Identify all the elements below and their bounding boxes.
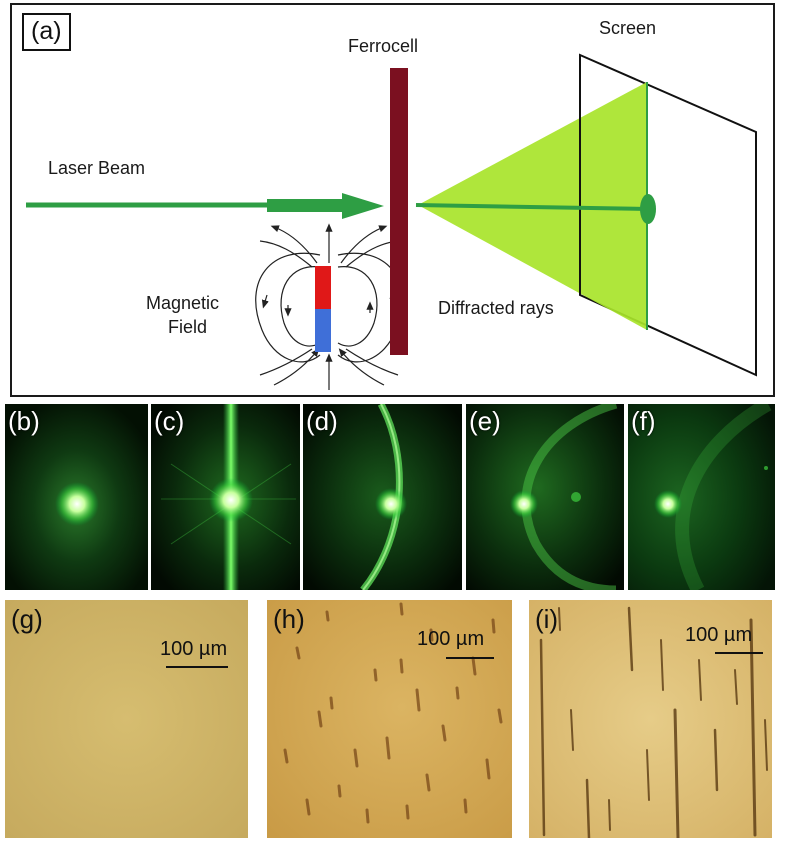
laser-beam: [26, 193, 384, 219]
photo-c-label: (c): [154, 406, 185, 436]
setup-schematic: [26, 53, 757, 390]
micrograph-i-scale-bar: [715, 652, 763, 654]
diffraction-photo-e: (e): [466, 404, 624, 590]
diffraction-photo-c: (c): [151, 404, 300, 590]
photo-e-label: (e): [469, 406, 501, 436]
panel-a-setup-diagram: (a): [10, 3, 775, 397]
micrograph-i: (i) 100 µm: [529, 600, 772, 838]
micrograph-h-label: (h): [273, 604, 305, 634]
micrograph-h: (h) 100 µm: [267, 600, 512, 838]
ferrocell-label: Ferrocell: [348, 36, 419, 56]
micrograph-i-scale-text: 100 µm: [685, 624, 753, 646]
photo-b-label: (b): [8, 406, 40, 436]
photo-f-label: (f): [631, 406, 656, 436]
panel-a-label: (a): [22, 13, 71, 51]
magnet-north-pole: [315, 266, 331, 309]
diffraction-photo-d: (d): [303, 404, 462, 590]
micrograph-i-label: (i): [535, 604, 559, 634]
screen-label: Screen: [599, 18, 657, 38]
micrograph-h-scale-bar: [446, 657, 494, 659]
diffracted-rays-label: Diffracted rays: [438, 298, 554, 318]
magnetic-label-line1: Magnetic: [146, 293, 220, 313]
laser-beam-label: Laser Beam: [48, 158, 146, 178]
micrograph-h-scale-text: 100 µm: [417, 628, 485, 650]
magnet-south-pole: [315, 309, 331, 352]
short-particle-chains: [267, 600, 512, 838]
ferrocell-slab: [390, 68, 408, 355]
magnetic-label-line2: Field: [168, 317, 208, 337]
micrograph-g-scale-text: 100 µm: [160, 638, 228, 660]
micrograph-g: (g) 100 µm: [5, 600, 248, 838]
diffraction-photo-f: (f): [628, 404, 775, 590]
micrograph-g-scale-bar: [166, 666, 228, 668]
transmitted-beam: [415, 203, 649, 211]
beam-spot: [640, 194, 656, 224]
diffraction-photo-b: (b): [5, 404, 148, 590]
photo-d-label: (d): [306, 406, 338, 436]
micrograph-g-label: (g): [11, 604, 43, 634]
long-particle-chains: [529, 600, 772, 838]
